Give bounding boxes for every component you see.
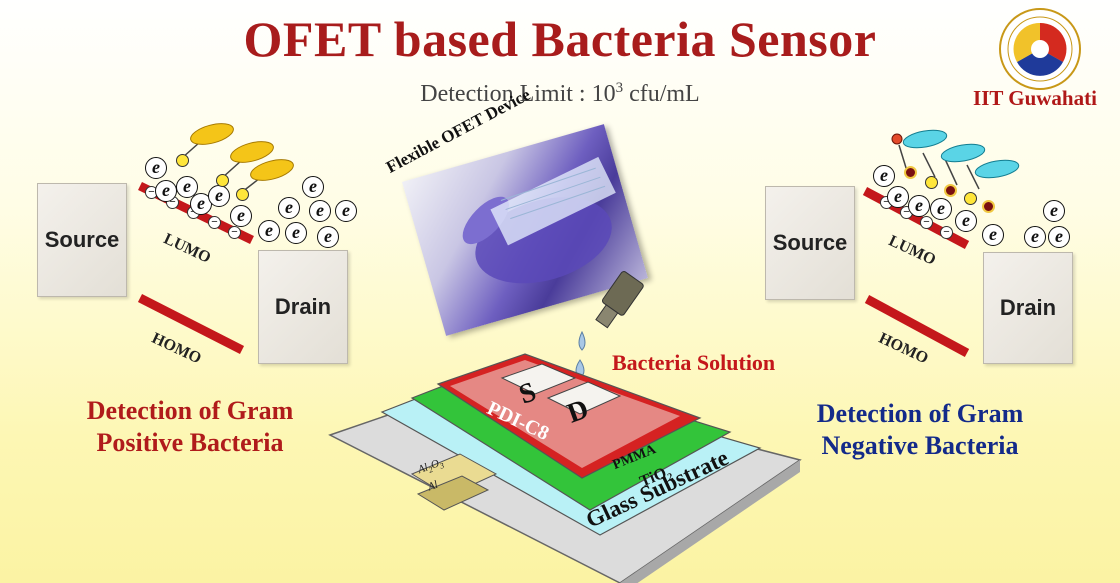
electron: e	[1024, 226, 1046, 248]
bacteria-coccus-icon	[891, 129, 1020, 190]
electron: e	[230, 205, 252, 227]
institute-name: IIT Guwahati	[973, 86, 1097, 110]
electron: e	[873, 165, 895, 187]
receptor-site	[216, 174, 229, 187]
receptor-site	[944, 184, 957, 197]
electron: e	[908, 195, 930, 217]
iitg-logo-icon	[999, 8, 1081, 90]
bacteria-rod-icon	[181, 123, 294, 193]
receptor-site	[982, 200, 995, 213]
negative-charge: −	[228, 226, 241, 239]
electron: e	[258, 220, 280, 242]
receptor-site	[925, 176, 938, 189]
electron: e	[285, 222, 307, 244]
receptor-site	[964, 192, 977, 205]
ofet-device-stack	[328, 353, 802, 583]
receptor-site	[236, 188, 249, 201]
electron: e	[176, 176, 198, 198]
receptor-site	[904, 166, 917, 179]
electron: e	[145, 157, 167, 179]
flexible-ofet-photo	[402, 124, 648, 336]
electron: e	[1043, 200, 1065, 222]
electron: e	[982, 224, 1004, 246]
drain-electrode-right: Drain	[983, 252, 1073, 364]
bacteria-solution-label: Bacteria Solution	[612, 350, 776, 375]
electron: e	[955, 210, 977, 232]
electron: e	[1048, 226, 1070, 248]
electron: e	[887, 186, 909, 208]
drain-electrode-left: Drain	[258, 250, 348, 364]
negative-charge: −	[940, 226, 953, 239]
electron: e	[278, 197, 300, 219]
receptor-site	[176, 154, 189, 167]
page-title: OFET based Bacteria Sensor	[243, 11, 877, 67]
electron: e	[317, 226, 339, 248]
gram-positive-caption: Detection of Gram Positive Bacteria	[86, 396, 294, 457]
electron: e	[302, 176, 324, 198]
gloved-hand-icon	[462, 156, 616, 284]
negative-charge: −	[208, 216, 221, 229]
source-electrode-left: Source	[37, 183, 127, 297]
electron: e	[335, 200, 357, 222]
gram-negative-caption: Detection of Gram Negative Bacteria	[816, 399, 1024, 460]
electron: e	[309, 200, 331, 222]
electron: e	[930, 198, 952, 220]
negative-charge: −	[920, 216, 933, 229]
detection-limit: Detection Limit : 103 cfu/mL	[420, 80, 700, 107]
source-electrode-right: Source	[765, 186, 855, 300]
